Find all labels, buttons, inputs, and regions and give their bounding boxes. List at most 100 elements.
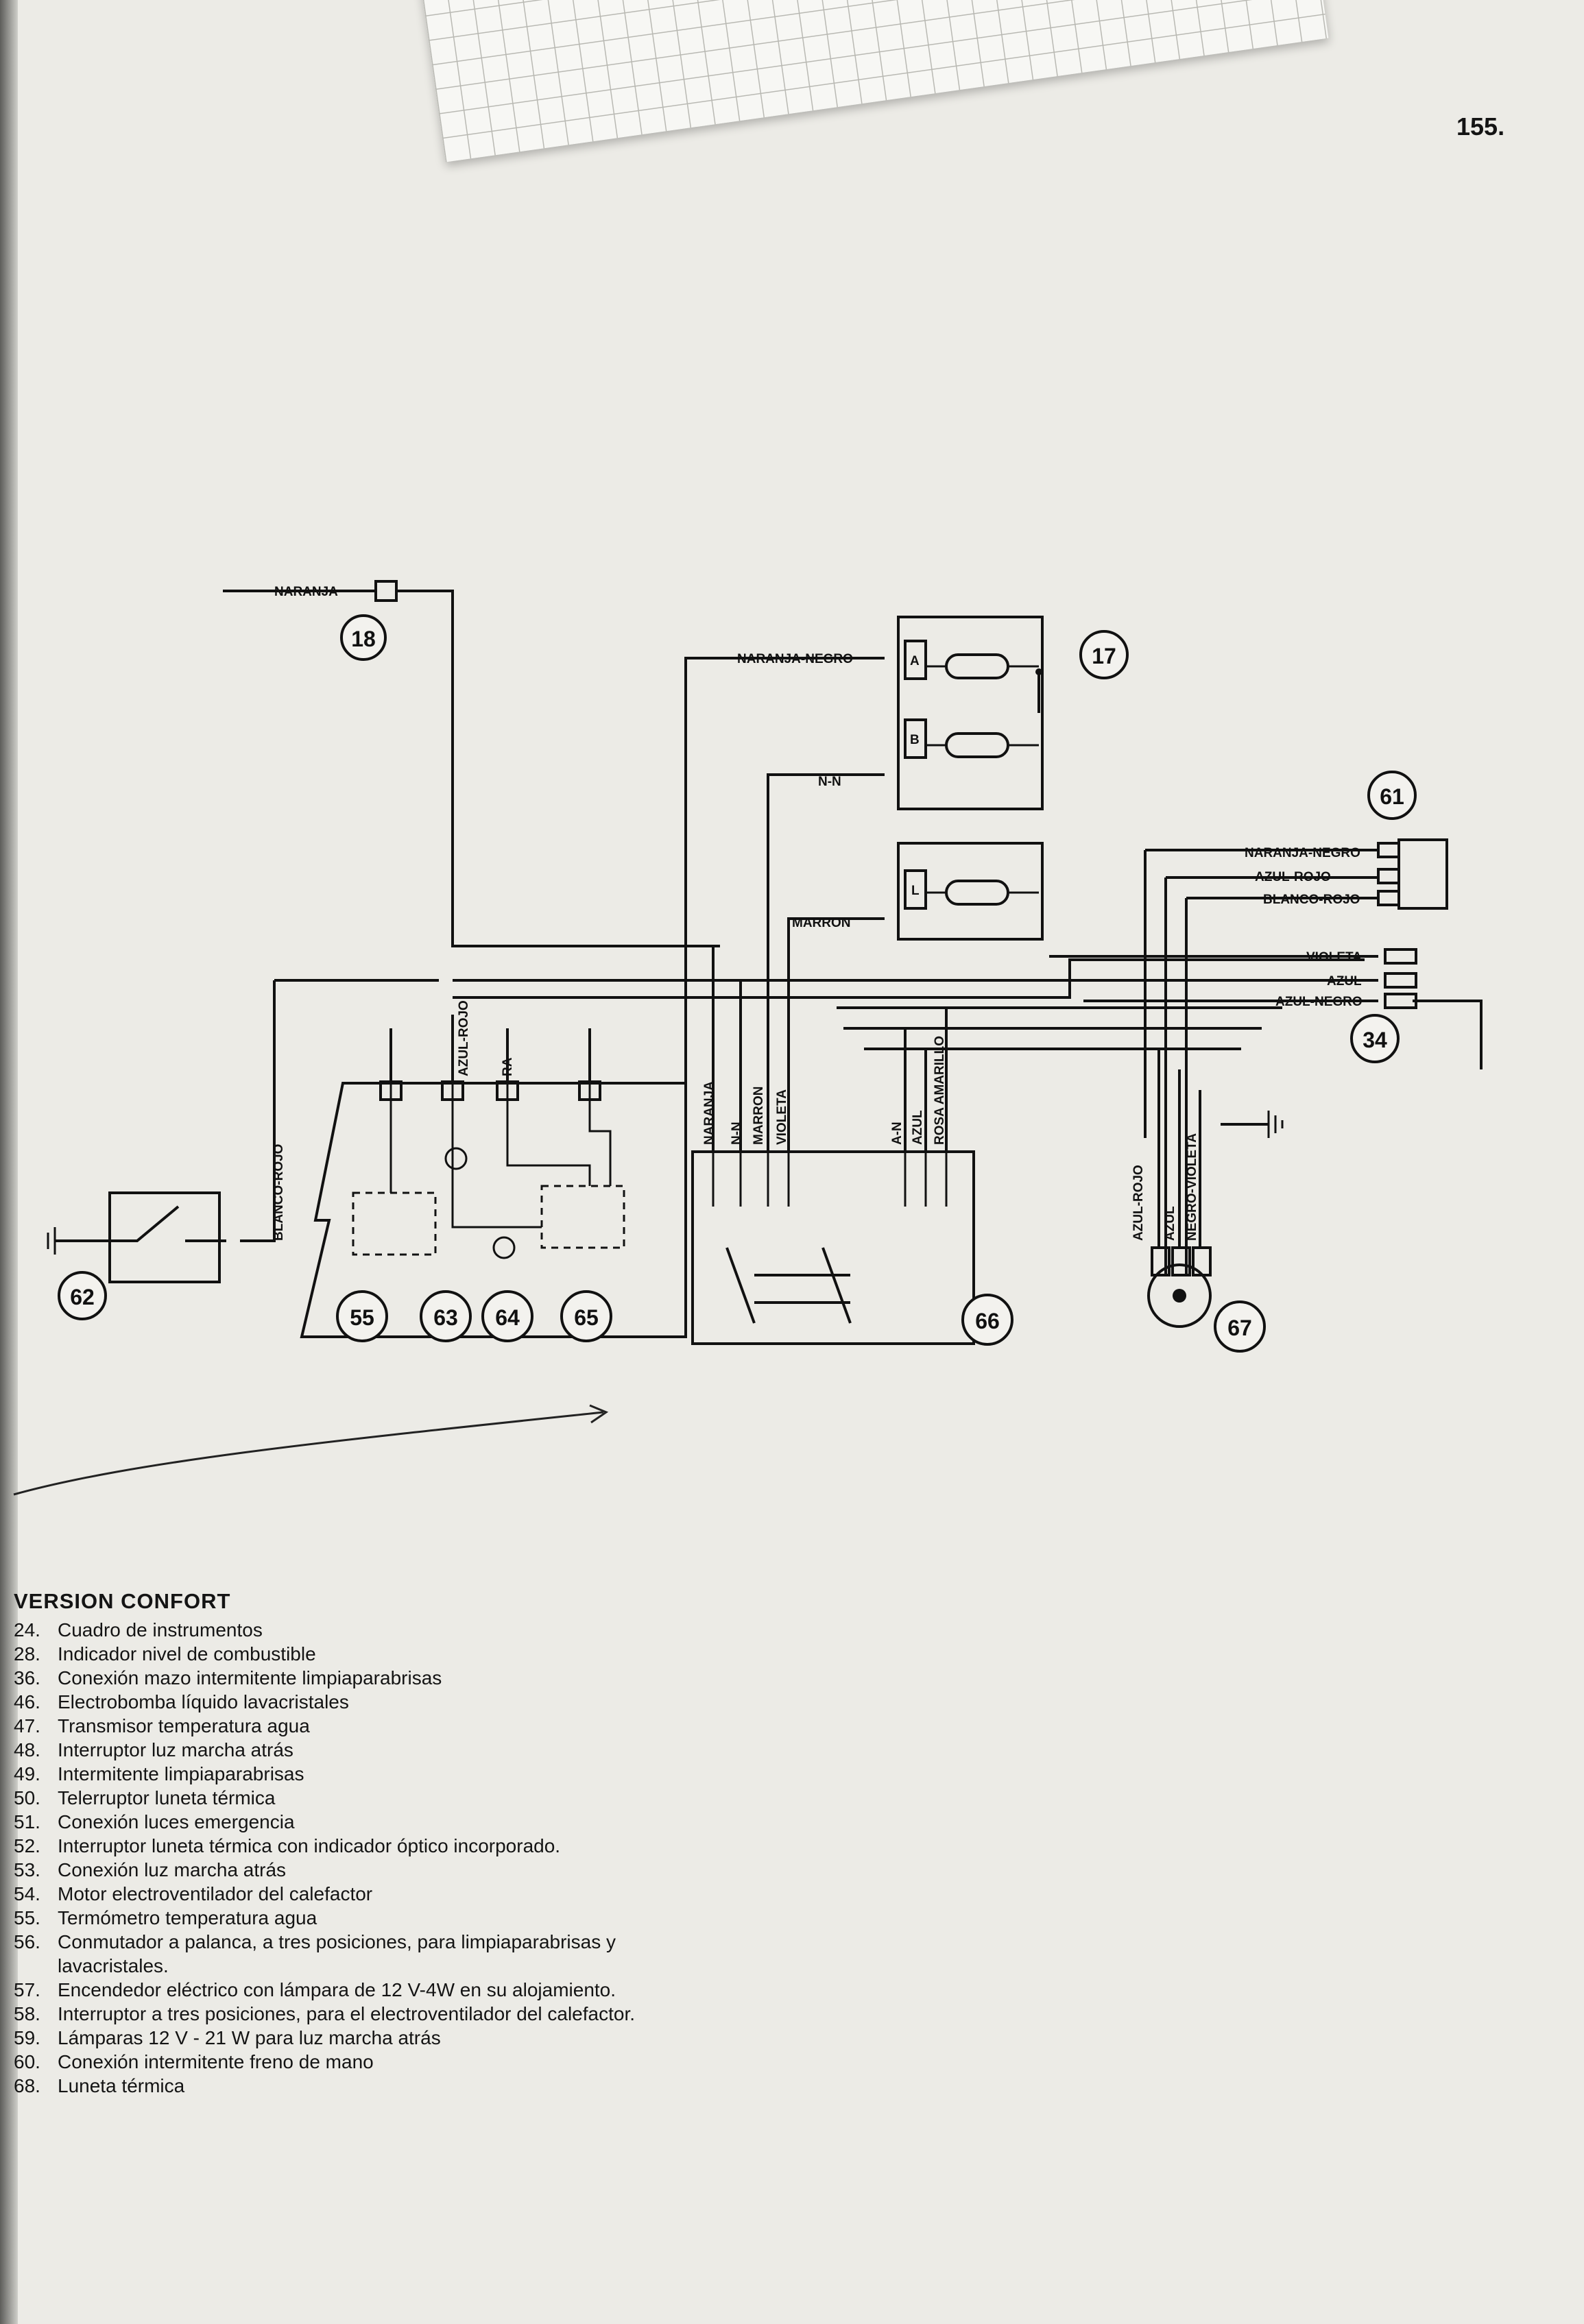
ground-symbol [1267,1111,1284,1138]
legend-item-text: Intermitente limpiaparabrisas [58,1763,304,1784]
switch-67-pin-1 [1151,1246,1171,1276]
connector-61-pin-1 [1377,842,1400,858]
label-naranja: NARANJA [274,585,338,599]
connector-34-pin-1 [1384,948,1417,965]
legend-item-text: Telerruptor luneta térmica [58,1787,276,1808]
switch-62-lever [55,1205,226,1242]
legend-item-text: Termómetro temperatura agua [58,1907,317,1928]
hand-drawn-arrow [13,1411,604,1496]
svg-text:64: 64 [495,1305,520,1330]
cluster-conn-2 [441,1080,464,1101]
legend: VERSION CONFORT 24. Cuadro de instrumento… [14,1589,706,2098]
legend-item-number: 68. [14,2075,40,2096]
callout-63: 63 [420,1290,472,1342]
legend-item-number: 56. [14,1931,40,1952]
relay-l-coil [945,880,1009,906]
legend-item: 49. Intermitente limpiaparabrisas [14,1762,706,1786]
legend-item: 36.Conexión mazo intermitente limpiapara… [14,1666,706,1690]
label-violeta-v: VIOLETA [775,1089,789,1145]
relay-17-links [926,665,1039,747]
label-naranja-negro: NARANJA-NEGRO [737,652,853,666]
callout-62: 62 [58,1271,107,1320]
callout-34: 34 [1350,1014,1400,1063]
svg-text:55: 55 [350,1305,374,1330]
legend-item: 46.Electrobomba líquido lavacristales [14,1690,706,1714]
callout-67: 67 [1214,1300,1266,1353]
label-azul: AZUL [1327,974,1362,989]
legend-item: 48.Interruptor luz marcha atrás [14,1738,706,1762]
relay-17-coil-2 [945,732,1009,758]
legend-item-text: Lámparas 12 V - 21 W para luz marcha atr… [58,2027,441,2048]
switch-62-box [108,1191,221,1283]
relay-17-pin-b [904,718,927,759]
legend-item-number: 57. [14,1979,40,2000]
relay-pin-label-l: L [911,884,920,898]
legend-item: 55. Termómetro temperatura agua [14,1906,706,1930]
legend-item-number: 53. [14,1859,40,1880]
legend-item-number: 36. [14,1667,40,1688]
legend-item-number: 58. [14,2003,40,2024]
relay-17-box [897,616,1044,810]
legend-item-text: Encendedor eléctrico con lámpara de 12 V… [58,1979,616,2000]
label-blanco-rojo: BLANCO-ROJO [272,1144,286,1241]
legend-item-text: Motor electroventilador del calefactor [58,1883,373,1904]
hand-drawn-arrowhead [589,1404,609,1424]
label-naranja-v: NARANJA [702,1081,717,1145]
label-negro-violeta: NEGRO-VIOLETA [1185,1133,1199,1241]
legend-item-text: Interruptor luneta térmica con indicador… [58,1835,561,1856]
switch-67-pin-3 [1192,1246,1212,1276]
page-binding-edge [0,0,18,2324]
legend-item-text: Conmutador a palanca, a tres posiciones,… [58,1931,616,1976]
relay-17-coil-1 [945,653,1009,679]
label-azul-rojo-top: AZUL-ROJO [457,1000,471,1076]
legend-item-text: Luneta térmica [58,2075,185,2096]
legend-item-number: 49. [14,1763,40,1784]
connector-18 [374,580,398,602]
wiper-switch-66-contacts [725,1247,852,1324]
wire-bus-2 [453,958,1365,999]
legend-item-text: Interruptor luz marcha atrás [58,1739,293,1760]
legend-item-text: Electrobomba líquido lavacristales [58,1691,349,1712]
legend-item: 58.Interruptor a tres posiciones, para e… [14,2002,706,2026]
gauge-55-box [352,1191,437,1256]
legend-item-number: 24. [14,1619,40,1641]
callout-17: 17 [1079,630,1129,679]
legend-item-number: 52. [14,1835,40,1856]
legend-item-number: 47. [14,1715,40,1736]
svg-text:62: 62 [70,1285,95,1309]
legend-item: 47. Transmisor temperatura agua [14,1714,706,1738]
label-n-n-v: N-N [730,1122,744,1145]
switch-67-body [1147,1263,1212,1328]
page-number: 155. [1456,112,1505,141]
legend-item-number: 51. [14,1811,40,1832]
svg-text:63: 63 [433,1305,458,1330]
relay-pin-label-a: A [910,654,920,668]
label-marron: MARRON [792,916,851,930]
connector-61-pin-2 [1377,868,1400,884]
svg-text:18: 18 [351,627,376,651]
wire-34-out [1413,1000,1483,1069]
svg-text:34: 34 [1363,1028,1387,1052]
legend-title: VERSION CONFORT [14,1589,231,1613]
legend-item: 53.Conexión luz marcha atrás [14,1858,706,1882]
switch-67-center [1173,1289,1186,1303]
label-rosa-amarillo: ROSA AMARILLO [933,1036,947,1145]
cluster-conn-4 [578,1080,601,1101]
cluster-conn-3 [496,1080,519,1101]
label-azul-67: AZUL [1163,1206,1177,1241]
legend-item-text: Cuadro de instrumentos [58,1619,263,1641]
switch-62-ground [47,1227,56,1255]
legend-item: 54.Motor electroventilador del calefacto… [14,1882,706,1906]
svg-text:61: 61 [1380,784,1404,809]
lamp-64 [492,1236,516,1259]
legend-item-number: 55. [14,1907,40,1928]
legend-item: 57. Encendedor eléctrico con lámpara de 1… [14,1978,706,2002]
lamp-63 [444,1147,468,1170]
legend-item: 50.Telerruptor luneta térmica [14,1786,706,1810]
legend-item: 59. Lámparas 12 V - 21 W para luz marcha … [14,2026,706,2050]
legend-item-number: 59. [14,2027,40,2048]
connector-61 [1397,838,1448,910]
legend-item-text: Transmisor temperatura agua [58,1715,310,1736]
